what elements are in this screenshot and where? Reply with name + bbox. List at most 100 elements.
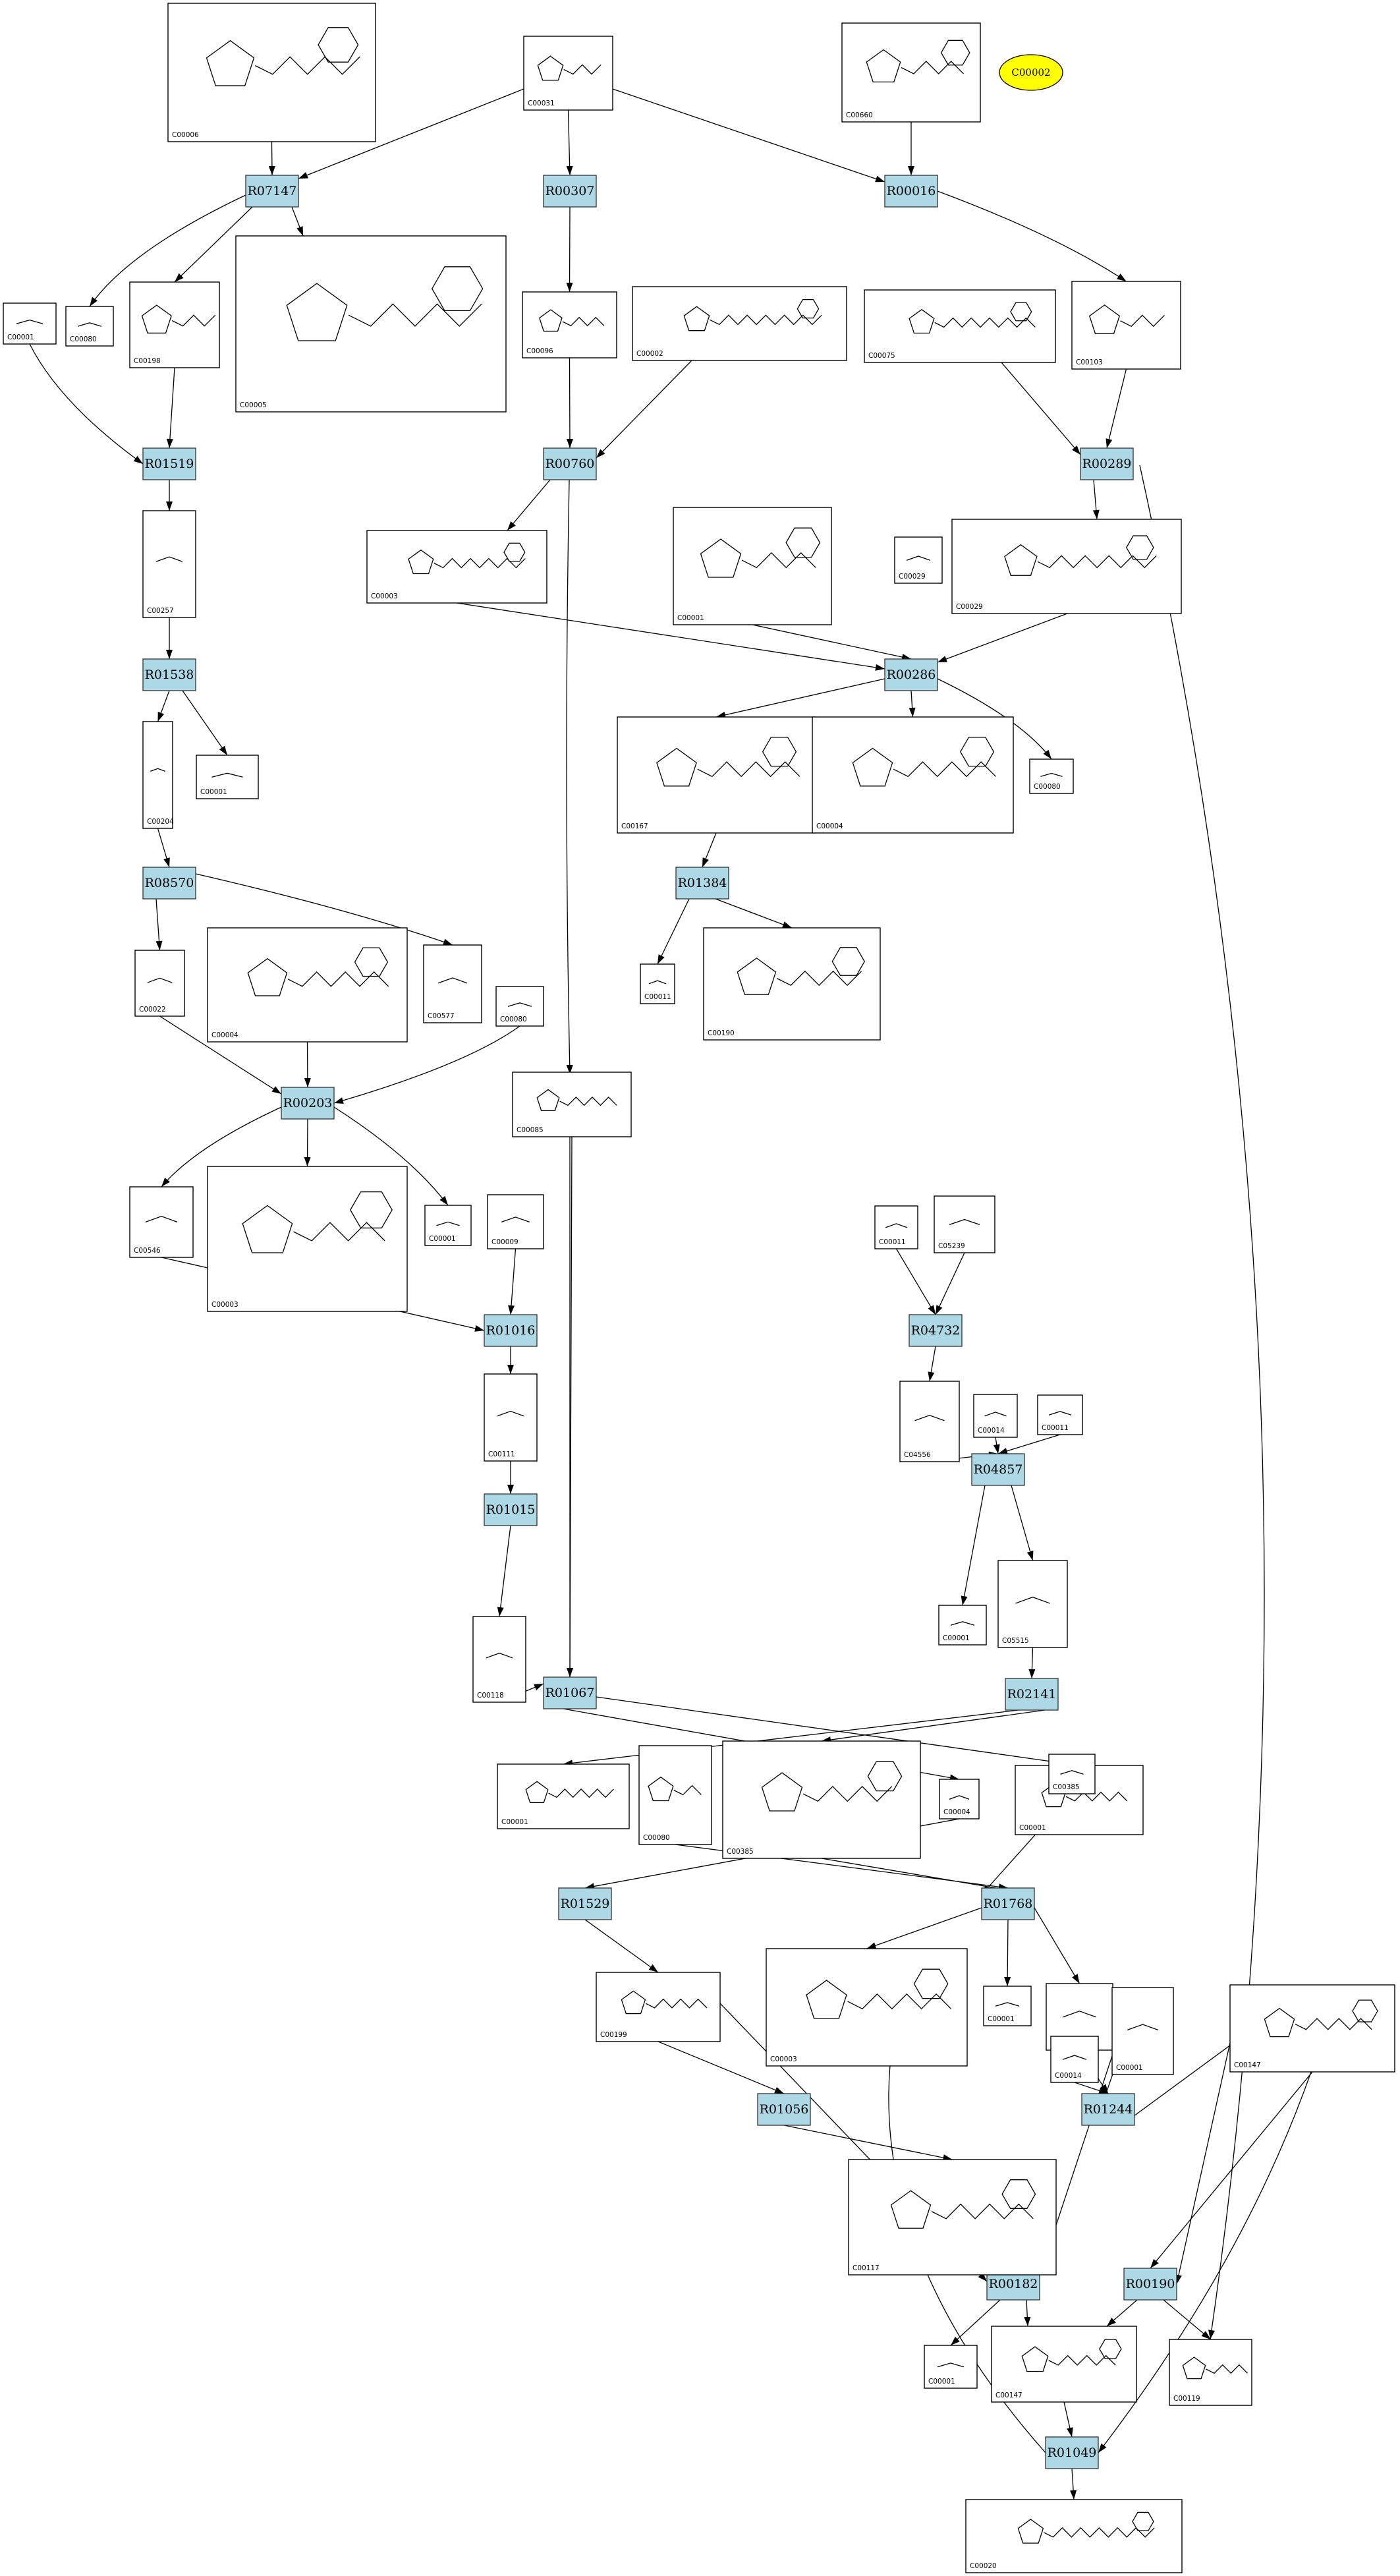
reaction-box[interactable] [142, 658, 196, 691]
compound-node[interactable]: C00204 [142, 721, 174, 829]
compound-node[interactable]: C00029 [951, 519, 1182, 614]
compound-node[interactable]: C05239 [934, 1195, 995, 1253]
reaction-box[interactable] [558, 1887, 612, 1920]
reaction-node[interactable]: R00016 [884, 175, 938, 208]
reaction-node[interactable]: R01529 [558, 1887, 612, 1920]
compound-box[interactable] [991, 2326, 1137, 2403]
compound-node[interactable]: C00147 [991, 2326, 1137, 2403]
compound-node[interactable]: C00001 [196, 755, 259, 799]
compound-node[interactable]: C00001 [924, 2345, 978, 2389]
compound-node[interactable]: C00001 [497, 1763, 630, 1829]
reaction-node[interactable]: R08570 [142, 867, 196, 900]
compound-node[interactable]: C05515 [997, 1560, 1068, 1648]
compound-box[interactable] [899, 1381, 960, 1462]
compound-node[interactable]: C00001 [938, 1605, 987, 1646]
compound-box[interactable] [3, 302, 57, 345]
reaction-node[interactable]: R01016 [484, 1314, 538, 1347]
compound-box[interactable] [512, 1072, 632, 1137]
compound-box[interactable] [938, 1605, 987, 1646]
compound-node[interactable]: C00167 [617, 716, 816, 834]
compound-box[interactable] [1050, 2036, 1099, 2083]
reaction-box[interactable] [1005, 1678, 1059, 1711]
reaction-box[interactable] [281, 1087, 335, 1120]
compound-box[interactable] [1169, 2339, 1252, 2406]
reaction-box[interactable] [1081, 2093, 1135, 2126]
compound-box[interactable] [235, 235, 507, 413]
compound-box[interactable] [207, 927, 408, 1043]
compound-box[interactable] [864, 289, 1056, 363]
compound-node[interactable]: C00006 [167, 3, 376, 142]
compound-node[interactable]: C00199 [596, 1972, 721, 2042]
compound-box[interactable] [934, 1195, 995, 1253]
compound-node[interactable]: C00014 [973, 1394, 1018, 1438]
reaction-box[interactable] [981, 1887, 1035, 1920]
compound-box[interactable] [596, 1972, 721, 2042]
compound-node[interactable]: C00011 [640, 963, 675, 1004]
compound-box[interactable] [874, 1205, 918, 1249]
compound-box[interactable] [894, 536, 943, 584]
reaction-box[interactable] [142, 867, 196, 900]
compound-box[interactable] [1048, 1754, 1096, 1794]
reaction-node[interactable]: R01067 [543, 1676, 597, 1709]
reaction-box[interactable] [484, 1493, 538, 1526]
reaction-box[interactable] [884, 658, 938, 691]
compound-node[interactable]: C00014 [1050, 2036, 1099, 2083]
compound-box[interactable] [673, 507, 832, 625]
compound-box[interactable] [1029, 758, 1074, 794]
reaction-box[interactable] [142, 447, 196, 480]
compound-node[interactable]: C00029 [894, 536, 943, 584]
compound-node[interactable]: C00003 [207, 1166, 408, 1312]
compound-node[interactable]: C00001 [983, 1986, 1032, 2026]
reaction-box[interactable] [484, 1314, 538, 1347]
reaction-box[interactable] [675, 867, 729, 900]
reaction-node[interactable]: R04857 [971, 1453, 1025, 1486]
compound-node[interactable]: C00117 [848, 2159, 1057, 2275]
compound-box[interactable] [196, 755, 259, 799]
highlight-compound[interactable]: C00002 [999, 54, 1063, 91]
compound-node[interactable]: C00147 [1229, 1984, 1395, 2073]
reaction-box[interactable] [884, 175, 938, 208]
reaction-box[interactable] [909, 1314, 963, 1347]
compound-node[interactable]: C00031 [523, 36, 613, 111]
compound-node[interactable]: C00080 [65, 306, 114, 347]
compound-box[interactable] [617, 716, 816, 834]
compound-node[interactable]: C00022 [134, 950, 185, 1017]
compound-node[interactable]: C00096 [522, 291, 617, 358]
compound-box[interactable] [965, 2499, 1183, 2573]
reaction-node[interactable]: R01244 [1081, 2093, 1135, 2126]
compound-box[interactable] [638, 1745, 712, 1845]
compound-box[interactable] [424, 1205, 472, 1246]
reaction-node[interactable]: R01538 [142, 658, 196, 691]
compound-node[interactable]: C00004 [812, 716, 1014, 834]
reaction-node[interactable]: R02141 [1005, 1678, 1059, 1711]
compound-box[interactable] [812, 716, 1014, 834]
compound-node[interactable]: C00020 [965, 2499, 1183, 2573]
compound-box[interactable] [722, 1740, 921, 1859]
compound-box[interactable] [973, 1394, 1018, 1438]
reaction-node[interactable]: R04732 [909, 1314, 963, 1347]
reaction-box[interactable] [1045, 2436, 1099, 2469]
compound-node[interactable]: C00198 [129, 281, 220, 368]
compound-box[interactable] [997, 1560, 1068, 1648]
reaction-box[interactable] [543, 447, 597, 480]
compound-node[interactable]: C00660 [841, 22, 981, 123]
compound-node[interactable]: C00004 [207, 927, 408, 1043]
reaction-node[interactable]: R00289 [1080, 447, 1134, 480]
compound-node[interactable]: C00009 [487, 1194, 544, 1249]
compound-box[interactable] [924, 2345, 978, 2389]
compound-box[interactable] [1111, 1987, 1174, 2075]
compound-box[interactable] [766, 1948, 968, 2067]
reaction-node[interactable]: R01768 [981, 1887, 1035, 1920]
compound-node[interactable]: C00005 [235, 235, 507, 413]
reaction-node[interactable]: R01049 [1045, 2436, 1099, 2469]
compound-box[interactable] [983, 1986, 1032, 2026]
reaction-box[interactable] [245, 175, 299, 208]
compound-node[interactable]: C04556 [899, 1381, 960, 1462]
compound-node[interactable]: C00257 [142, 510, 196, 618]
compound-node[interactable]: C00118 [472, 1616, 526, 1703]
reaction-node[interactable]: R00190 [1123, 2268, 1177, 2301]
reaction-node[interactable]: R00760 [543, 447, 597, 480]
compound-node[interactable]: C00001 [3, 302, 57, 345]
reaction-node[interactable]: R01519 [142, 447, 196, 480]
compound-node[interactable]: C00075 [864, 289, 1056, 363]
